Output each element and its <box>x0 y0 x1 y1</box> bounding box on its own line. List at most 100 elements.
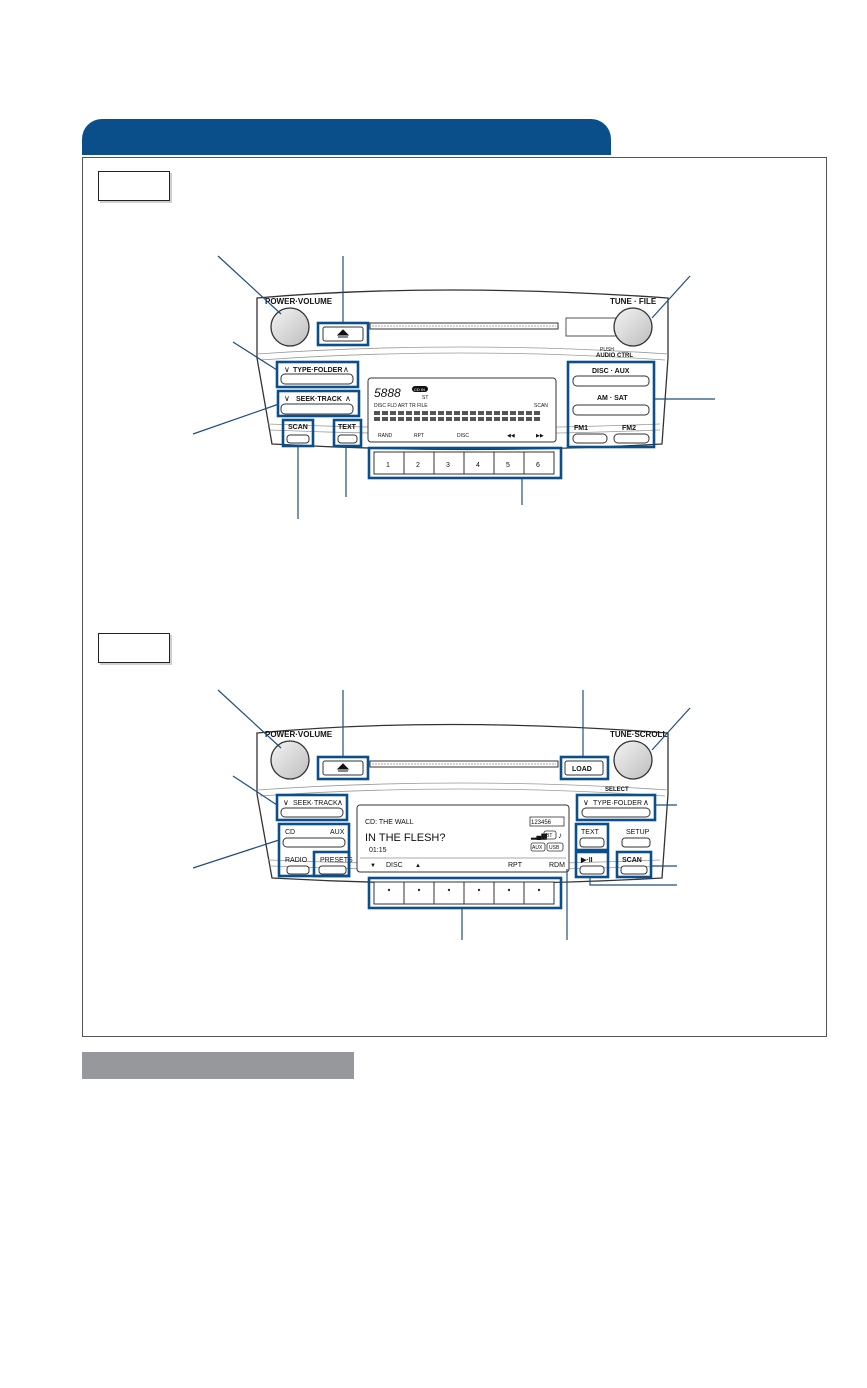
radio-2-display-rpt: RPT <box>508 862 523 869</box>
radio-2-cd-aux-button[interactable] <box>282 837 346 848</box>
radio-1-callout-lines <box>192 255 715 519</box>
radio-1-am-sat-label: AM · SAT <box>597 395 628 402</box>
radio-2-display-rdm: RDM <box>549 862 565 869</box>
radio-1-disc-label: DISC <box>457 433 469 439</box>
radio-1-text-label: TEXT <box>338 424 357 431</box>
radio-1-text-highlight <box>332 418 363 448</box>
radio-1-fm1-button[interactable] <box>572 433 608 444</box>
radio-1-scan-label: SCAN <box>288 424 308 431</box>
radio-1-st-label: ST <box>422 395 428 401</box>
radio-2-select-label: SELECT <box>605 787 629 793</box>
radio-1-scan-button[interactable] <box>286 434 310 444</box>
radio-2-type-folder-label: TYPE·FOLDER <box>593 800 642 807</box>
signal-icon: ▂▄▆ <box>530 833 547 841</box>
radio-1-power-volume-label: POWER·VOLUME <box>265 297 333 306</box>
eject-icon <box>336 763 350 772</box>
radio-1-power-volume-knob[interactable] <box>270 307 310 347</box>
radio-2-display-line2: IN THE FLESH? <box>365 832 446 844</box>
radio-2-radio-label: RADIO <box>285 857 308 864</box>
radio-1-cd-in-badge: CD IN <box>414 387 425 392</box>
radio-2-preset-1[interactable] <box>373 881 405 905</box>
radio-2-play-pause-label: ▶·II <box>580 857 593 864</box>
radio-2-cd-label: CD <box>285 829 295 836</box>
radio-2-callout-lines <box>192 689 691 940</box>
triangle-up-icon: ▲ <box>415 863 421 869</box>
radio-1-preset-label: 6 <box>536 462 540 469</box>
radio-1-seek-track-label: SEEK·TRACK <box>296 396 342 403</box>
radio-1-source-highlight <box>566 360 656 449</box>
radio-2-scan-button[interactable] <box>620 865 648 875</box>
radio-1-disc-aux-label: DISC · AUX <box>592 368 630 375</box>
radio-1-am-sat-button[interactable] <box>572 404 650 416</box>
radio-1-preset-6[interactable] <box>523 451 555 475</box>
radio-2-display-disc: DISC <box>386 862 403 869</box>
radio-2-text-button[interactable] <box>579 837 605 848</box>
radio-2-load-button[interactable] <box>564 760 604 776</box>
radio-1-seek-track-highlight <box>276 389 361 418</box>
radio-2-load-label: LOAD <box>572 766 592 773</box>
radio-1-preset-label: 1 <box>386 462 390 469</box>
radio-2-preset-2[interactable] <box>403 881 435 905</box>
radio-1-type-folder-button[interactable] <box>280 373 354 385</box>
radio-2-preset-5[interactable] <box>493 881 525 905</box>
radio-2-bt-icon: BT <box>546 833 552 839</box>
radio-1-display-digits: 5888 <box>374 386 401 400</box>
chevron-down-icon: ∨ <box>583 798 589 807</box>
radio-2-preset-4[interactable] <box>463 881 495 905</box>
radio-2-play-pause-button[interactable] <box>579 865 605 875</box>
radio-2-setup-button[interactable] <box>621 837 651 848</box>
radio-2-tune-scroll-knob[interactable] <box>613 740 653 780</box>
music-note-icon: ♪ <box>558 831 562 840</box>
radio-2-disc-numbers: 123456 <box>531 820 552 826</box>
radio-1-seek-track-button[interactable] <box>280 403 354 415</box>
radio-1-fm2-button[interactable] <box>613 433 650 444</box>
radio-2-radio-button[interactable] <box>286 865 310 875</box>
radio-1-tag-box <box>98 171 170 201</box>
radio-2-tag-box <box>98 633 170 663</box>
radio-2-type-folder-button[interactable] <box>581 807 651 818</box>
radio-2-preset-3[interactable] <box>433 881 465 905</box>
chevron-down-icon: ∨ <box>284 365 290 374</box>
radio-1-rpt-label: RPT <box>414 433 424 439</box>
radio-2-aux-label: AUX <box>330 829 345 836</box>
radio-2-preset-6[interactable] <box>523 881 555 905</box>
triangle-down-icon: ▼ <box>370 863 376 869</box>
radio-1: POWER·VOLUME TUNE · FILE PUSH AUDIO CTRL… <box>192 255 715 519</box>
radio-1-rand-label: RAND <box>378 433 393 439</box>
chevron-down-icon: ∨ <box>284 394 290 403</box>
chevron-up-icon: ∧ <box>343 365 349 374</box>
radio-1-push-label: PUSH <box>600 347 614 353</box>
radio-1-disc-aux-button[interactable] <box>572 375 650 387</box>
radio-1-preset-label: 2 <box>416 462 420 469</box>
radio-2-presets-button[interactable] <box>318 865 347 875</box>
radio-1-preset-buttons: 1 2 3 4 5 6 <box>367 446 563 480</box>
radio-1-tune-file-knob[interactable] <box>613 307 653 347</box>
radio-1-preset-label: 5 <box>506 462 510 469</box>
eject-icon <box>336 329 350 338</box>
radio-2-seek-track-label: SEEK·TRACK <box>293 800 338 807</box>
radio-2-scan-label: SCAN <box>622 857 642 864</box>
radio-2-seek-track-button[interactable] <box>280 807 344 818</box>
radio-2-scan-highlight <box>615 850 653 879</box>
radio-1-display-row-labels: DISC FLD ART TR FILE <box>374 403 428 409</box>
footer-gray-bar <box>82 1052 354 1079</box>
radio-1-presets-highlight <box>367 446 563 480</box>
radio-2-display-line3: 01:15 <box>369 847 387 854</box>
radio-2-usb-icon: USB <box>549 845 560 851</box>
radio-2-aux-icon: AUX <box>532 845 543 851</box>
radio-2-seek-track-highlight <box>275 793 349 822</box>
radio-2-load-highlight <box>559 755 610 781</box>
radio-2-power-volume-label: POWER·VOLUME <box>265 730 333 739</box>
radio-2-power-volume-knob[interactable] <box>270 740 310 780</box>
radio-2-presets-highlight-row <box>367 876 563 910</box>
radio-1-preset-label: 4 <box>476 462 480 469</box>
top-rule <box>0 0 867 2</box>
radio-2-play-pause-highlight <box>574 850 610 879</box>
radio-2-presets-label: PRESETS <box>320 857 353 864</box>
radio-1-fm2-label: FM2 <box>622 425 636 432</box>
chevron-up-icon: ∧ <box>643 798 649 807</box>
radio-1-fm1-label: FM1 <box>574 425 588 432</box>
radio-2-type-folder-highlight <box>575 793 657 822</box>
radio-1-text-button[interactable] <box>337 434 358 444</box>
